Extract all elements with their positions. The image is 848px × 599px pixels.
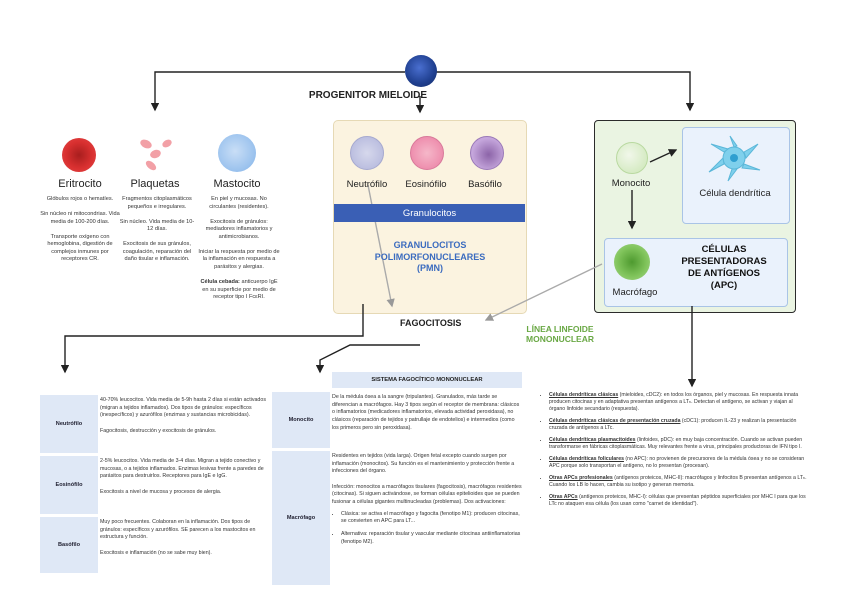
macrophage-label: Macrófago [612, 287, 658, 298]
erythrocyte-desc: Glóbulos rojos o hematíes. Sin núcleo ni… [40, 196, 120, 263]
dendritic-box [682, 127, 790, 224]
granulocytes-band-label: Granulocitos [402, 208, 457, 219]
apc-types-list: Células dendríticas clásicas (mieloides,… [540, 392, 810, 513]
list-item: Células dendríticas plasmacitoides (linf… [549, 437, 810, 451]
platelets-desc: Fragmentos citoplasmáticos pequeños e ir… [119, 196, 195, 263]
mast-cell-icon [218, 134, 256, 172]
phagocytosis-label: FAGOCITOSIS [400, 318, 462, 328]
basophil-label: Basófilo [468, 179, 502, 190]
eosinophil-label: Eosinófilo [405, 179, 447, 190]
table-row-label: Eosinófilo [40, 456, 98, 514]
list-item: Células dendríticas clásicas de presenta… [549, 418, 810, 432]
table-row-text: Residentes en tejidos (vida larga). Orig… [332, 453, 522, 551]
monocyte-icon [616, 142, 648, 174]
progenitor-title: PROGENITOR MIELOIDE [308, 90, 428, 101]
mononuclear-table: SISTEMA FAGOCÍTICO MONONUCLEAR Monocito … [272, 372, 522, 586]
mast-cell-desc: En piel y mucosas. No circulantes (resid… [198, 196, 280, 301]
table-row-text: 40-70% leucocitos. Vida media de 5-9h ha… [100, 397, 266, 434]
table-row-label: Basófilo [40, 517, 98, 573]
list-item: Otras APCs profesionales (antígenos prot… [549, 475, 810, 489]
list-item: Alternativa: reparación tisular y vascul… [341, 531, 522, 546]
dendritic-cell-label: Célula dendrítica [699, 188, 771, 199]
apc-title: CÉLULAS PRESENTADORAS DE ANTÍGENOS (APC) [681, 244, 767, 291]
erythrocyte-name: Eritrocito [58, 178, 102, 190]
macrophage-icon [614, 244, 650, 280]
neutrophil-label: Neutrófilo [346, 179, 388, 190]
list-item: Células dendríticas clásicas (mieloides,… [549, 392, 810, 413]
granulocytes-band [334, 204, 525, 222]
table-row-label: Neutrófilo [40, 395, 98, 453]
erythrocyte-icon [62, 138, 96, 172]
list-item: Clásica: se activa el macrófago y fagoci… [341, 511, 522, 526]
neutrophil-icon [350, 136, 384, 170]
monocyte-label: Monocito [611, 178, 651, 189]
table-row-text: 2-5% leucocitos. Vida media de 3-4 días.… [100, 458, 264, 495]
eosinophil-icon [410, 136, 444, 170]
pmn-title: GRANULOCITOS POLIMORFONUCLEARES (PMN) [374, 240, 486, 274]
lymphoid-line-label: LÍNEA LINFOIDE MONONUCLEAR [526, 324, 594, 345]
table-row-text: De la médula ósea a la sangre (tripulant… [332, 394, 520, 431]
granulocyte-table: Neutrófilo 40-70% leucocitos. Vida media… [40, 395, 266, 575]
mononuclear-table-title: SISTEMA FAGOCÍTICO MONONUCLEAR [332, 372, 522, 388]
table-row-text: Muy poco frecuentes. Colaboran en la inf… [100, 519, 256, 556]
list-item: Otras APCs (antígenos proteicos, MHC-I):… [549, 494, 810, 508]
dendritic-cell-icon [708, 135, 761, 182]
list-item: Células dendríticas foliculares (no APC)… [549, 456, 810, 470]
progenitor-cell-icon [405, 55, 437, 87]
platelets-name: Plaquetas [130, 178, 180, 190]
table-row-label: Monocito [272, 392, 330, 448]
mast-cell-name: Mastocito [213, 178, 261, 190]
basophil-icon [470, 136, 504, 170]
table-row-label: Macrófago [272, 451, 330, 585]
